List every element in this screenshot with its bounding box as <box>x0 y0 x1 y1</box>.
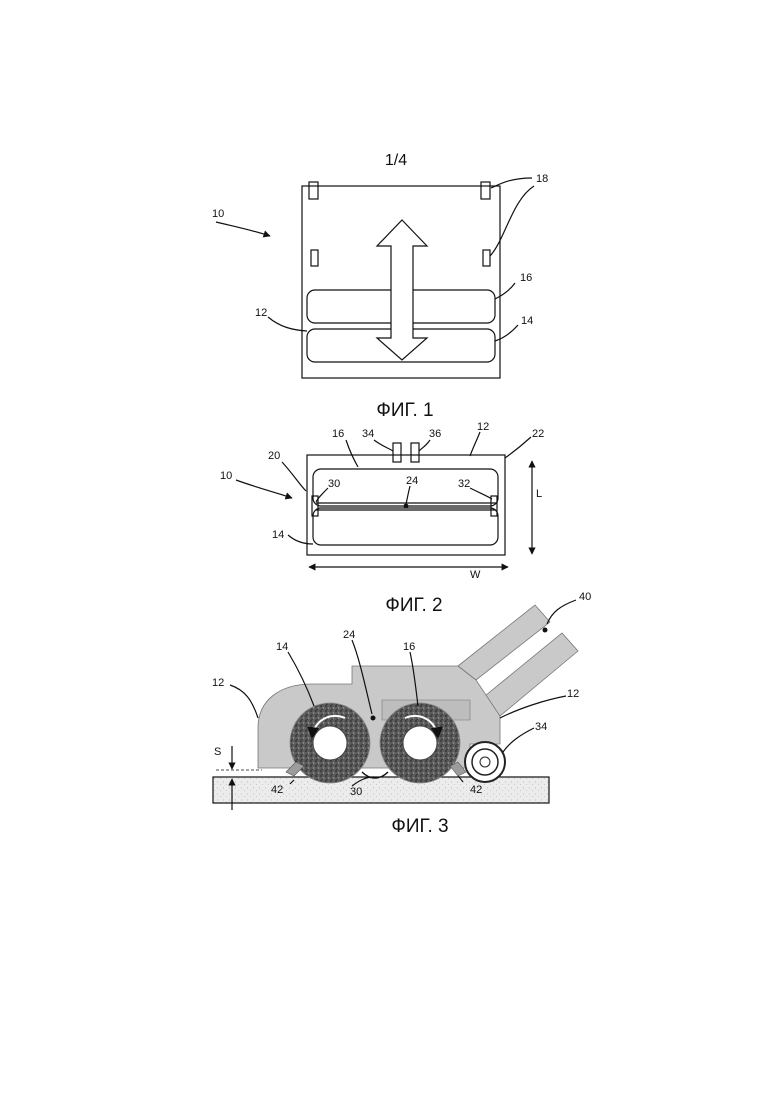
figure-2: 16 34 36 12 22 20 10 30 24 32 14 L W ФИГ… <box>220 421 544 616</box>
fig3-leader-12a <box>230 685 258 718</box>
fig2-leader-14 <box>288 535 313 544</box>
fig1-label-16: 16 <box>520 272 532 284</box>
fig1-leader-14 <box>495 325 518 341</box>
fig2-leader-24 <box>406 486 410 504</box>
fig2-label-30: 30 <box>328 478 340 490</box>
fig1-leader-10 <box>216 222 270 236</box>
fig1-tab-right-top <box>481 182 490 199</box>
fig2-label-12: 12 <box>477 421 489 433</box>
fig1-tab-right-mid <box>483 250 490 266</box>
fig2-label-32: 32 <box>458 478 470 490</box>
sheet-number: 1/4 <box>385 152 407 169</box>
fig3-label-24: 24 <box>343 629 355 641</box>
fig1-label-10: 10 <box>212 208 224 220</box>
fig2-leader-16 <box>346 440 358 467</box>
fig1-leader-16 <box>495 283 515 299</box>
fig2-label-10: 10 <box>220 470 232 482</box>
fig3-label-14: 14 <box>276 641 288 653</box>
fig2-label-W: W <box>470 569 481 581</box>
fig3-center-24 <box>371 716 376 721</box>
fig3-label-34: 34 <box>535 721 547 733</box>
fig2-leader-12 <box>470 432 480 456</box>
fig2-label-20: 20 <box>268 450 280 462</box>
fig3-roller-14-hub <box>313 726 347 760</box>
fig2-roller-14 <box>313 508 498 545</box>
fig2-center-24 <box>404 504 409 509</box>
fig3-wheel-34-axle <box>480 757 490 767</box>
fig1-label-18: 18 <box>536 173 548 185</box>
fig3-label-12a: 12 <box>212 677 224 689</box>
fig2-label-24: 24 <box>406 475 418 487</box>
fig1-tab-left-top <box>309 182 318 199</box>
fig2-wheel-34 <box>393 443 401 462</box>
fig2-label-14: 14 <box>272 529 284 541</box>
fig2-label-16: 16 <box>332 428 344 440</box>
fig3-label-42b: 42 <box>470 784 482 796</box>
fig2-leader-10 <box>236 480 292 498</box>
fig3-floor <box>213 777 549 803</box>
fig3-leader-40 <box>547 600 576 624</box>
fig2-leader-20 <box>282 462 306 491</box>
fig3-label-42a: 42 <box>271 784 283 796</box>
fig2-label-L: L <box>536 488 542 500</box>
fig2-caption: ФИГ. 2 <box>385 595 442 616</box>
fig3-handle-point-40 <box>543 628 548 633</box>
fig2-leader-32 <box>470 488 492 499</box>
fig1-label-12: 12 <box>255 307 267 319</box>
fig3-caption: ФИГ. 3 <box>391 816 448 837</box>
figure-3: 40 24 14 16 12 12 34 S 42 30 42 ФИГ. 3 <box>212 591 591 837</box>
fig2-label-36: 36 <box>429 428 441 440</box>
fig3-label-40: 40 <box>579 591 591 603</box>
fig2-leader-36 <box>419 440 430 451</box>
fig3-label-S: S <box>214 746 221 758</box>
fig3-leader-34 <box>503 728 534 752</box>
fig2-leader-30 <box>316 488 328 502</box>
fig2-wheel-36 <box>411 443 419 462</box>
fig2-label-34: 34 <box>362 428 374 440</box>
fig3-label-30: 30 <box>350 786 362 798</box>
fig3-label-16: 16 <box>403 641 415 653</box>
fig1-label-14: 14 <box>521 315 533 327</box>
fig3-label-12b: 12 <box>567 688 579 700</box>
fig1-caption: ФИГ. 1 <box>376 400 433 421</box>
fig3-roller-16-hub <box>403 726 437 760</box>
fig1-leader-12 <box>268 317 307 331</box>
fig1-leader-18b <box>490 186 534 256</box>
fig2-leader-22 <box>505 437 531 458</box>
fig2-leader-34 <box>374 440 393 451</box>
figure-1: 10 18 16 12 14 ФИГ. 1 <box>212 173 548 421</box>
fig2-label-22: 22 <box>532 428 544 440</box>
fig1-tab-left-mid <box>311 250 318 266</box>
